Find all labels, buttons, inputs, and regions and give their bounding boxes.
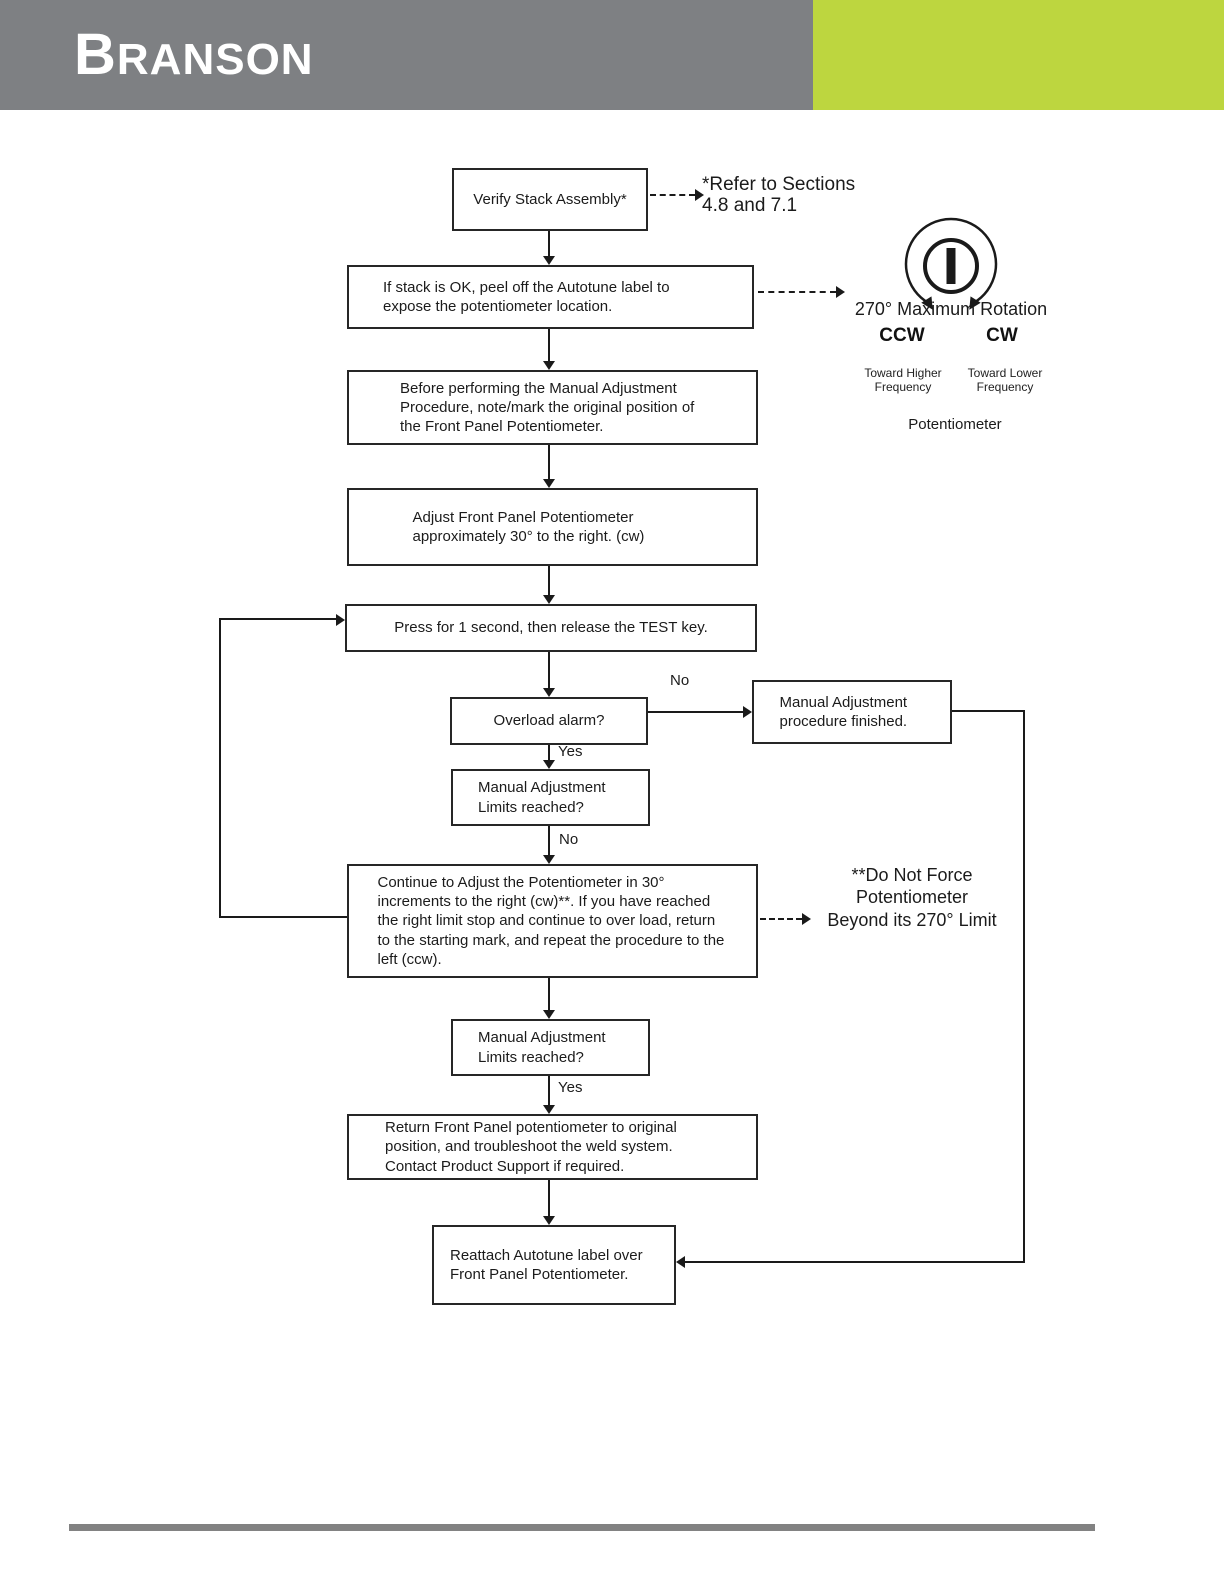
connector-finished-down: [1023, 710, 1025, 1263]
brand-logo: Branson: [74, 22, 314, 87]
arrowhead-continue-to-limits2: [543, 1010, 555, 1019]
connector-loop-top: [220, 618, 337, 620]
box-overload-alarm-text: Overload alarm?: [493, 712, 605, 730]
connector-limits1-to-continue: [548, 826, 550, 856]
potentiometer-icon: [904, 217, 998, 310]
connector-limits2-to-return: [548, 1076, 550, 1106]
dashed-connector-refer: [650, 194, 695, 196]
cw-label: CW: [986, 325, 1018, 346]
connector-overload-no: [648, 711, 743, 713]
arrowhead-refer: [695, 189, 704, 201]
box-verify-stack-label: Verify Stack Assembly*: [473, 190, 627, 208]
box-reattach-label: Reattach Autotune label over Front Panel…: [432, 1225, 676, 1305]
box-return-pot-text: Return Front Panel potentiometer to orig…: [385, 1119, 677, 1175]
branch-label-no-2: No: [559, 831, 579, 848]
annotation-warning-line3: Beyond its 270° Limit: [827, 909, 997, 930]
connector-press-to-overload: [548, 652, 550, 689]
arrowhead-adjust-to-press: [543, 595, 555, 604]
box-continue-adjust: Continue to Adjust the Potentiometer in …: [347, 864, 758, 978]
arrowhead-press-to-overload: [543, 688, 555, 697]
box-overload-alarm: Overload alarm?: [450, 697, 648, 745]
box-reattach-label-text: Reattach Autotune label over Front Panel…: [450, 1246, 643, 1283]
annotation-warning-line1: **Do Not Force: [851, 865, 973, 885]
box-peel-label: If stack is OK, peel off the Autotune la…: [347, 265, 754, 329]
arrowhead-loop-to-press: [336, 614, 345, 626]
connector-adjust-to-press: [548, 566, 550, 596]
arrowhead-verify-to-peel: [543, 256, 555, 265]
annotation-refer: *Refer to Sections 4.8 and 7.1: [702, 174, 855, 217]
connector-return-to-reattach: [548, 1180, 550, 1217]
box-adjust-pot: Adjust Front Panel Potentiometer approxi…: [347, 488, 758, 566]
footer-rule: [69, 1524, 1095, 1531]
arrowhead-return-to-reattach: [543, 1216, 555, 1225]
box-limits-reached-1-text: Manual Adjustment Limits reached?: [478, 779, 606, 816]
accent-block: [813, 0, 1224, 110]
box-return-pot: Return Front Panel potentiometer to orig…: [347, 1114, 758, 1180]
connector-finished-to-reattach: [685, 1261, 1025, 1263]
rotation-title: 270° Maximum Rotation: [854, 299, 1048, 319]
box-procedure-finished-text: Manual Adjustment procedure finished.: [779, 693, 908, 730]
box-limits-reached-2: Manual Adjustment Limits reached?: [451, 1019, 650, 1076]
arrowhead-limits1-to-continue: [543, 855, 555, 864]
dashed-connector-rotation: [758, 291, 836, 293]
connector-loop-bottom: [220, 916, 347, 918]
ccw-note: Toward Higher Frequency: [864, 366, 942, 395]
branch-label-yes-1: Yes: [558, 743, 583, 760]
connector-loop-left: [219, 618, 221, 918]
box-press-test-text: Press for 1 second, then release the TES…: [394, 619, 708, 637]
dashed-connector-warning: [760, 918, 802, 920]
branch-label-yes-2: Yes: [558, 1079, 583, 1096]
arrowhead-limits2-to-return: [543, 1105, 555, 1114]
branch-label-no-1: No: [670, 672, 690, 689]
box-procedure-finished: Manual Adjustment procedure finished.: [752, 680, 952, 744]
connector-note-to-adjust: [548, 445, 550, 480]
box-adjust-pot-text: Adjust Front Panel Potentiometer approxi…: [412, 508, 645, 545]
arrowhead-warning: [802, 913, 811, 925]
box-note-position: Before performing the Manual Adjustment …: [347, 370, 758, 445]
potentiometer-caption: Potentiometer: [908, 416, 1002, 433]
ccw-label: CCW: [879, 325, 925, 346]
annotation-warning-line2: Potentiometer: [855, 887, 969, 908]
annotation-warning: **Do Not Force Potentiometer Beyond its …: [812, 864, 1012, 931]
box-limits-reached-1: Manual Adjustment Limits reached?: [451, 769, 650, 826]
cw-note: Toward Lower Frequency: [967, 366, 1043, 395]
box-press-test: Press for 1 second, then release the TES…: [345, 604, 757, 652]
box-note-position-text: Before performing the Manual Adjustment …: [400, 379, 695, 436]
box-verify-stack: Verify Stack Assembly*: [452, 168, 648, 231]
box-peel-label-text: If stack is OK, peel off the Autotune la…: [383, 278, 670, 315]
annotation-refer-line1: *Refer to Sections: [702, 174, 856, 195]
arrowhead-peel-to-note: [543, 361, 555, 370]
connector-overload-to-limits1: [548, 745, 550, 761]
arrowhead-finished-to-reattach: [676, 1256, 685, 1268]
arrowhead-overload-to-limits1: [543, 760, 555, 769]
box-limits-reached-2-text: Manual Adjustment Limits reached?: [478, 1029, 606, 1066]
arrowhead-rotation: [836, 286, 845, 298]
connector-finished-out: [952, 710, 1025, 712]
arrowhead-note-to-adjust: [543, 479, 555, 488]
connector-peel-to-note: [548, 329, 550, 362]
connector-verify-to-peel: [548, 231, 550, 257]
annotation-refer-line2: 4.8 and 7.1: [702, 195, 798, 217]
arrowhead-overload-no: [743, 706, 752, 718]
connector-continue-to-limits2: [548, 978, 550, 1011]
box-continue-adjust-text: Continue to Adjust the Potentiometer in …: [377, 874, 725, 968]
